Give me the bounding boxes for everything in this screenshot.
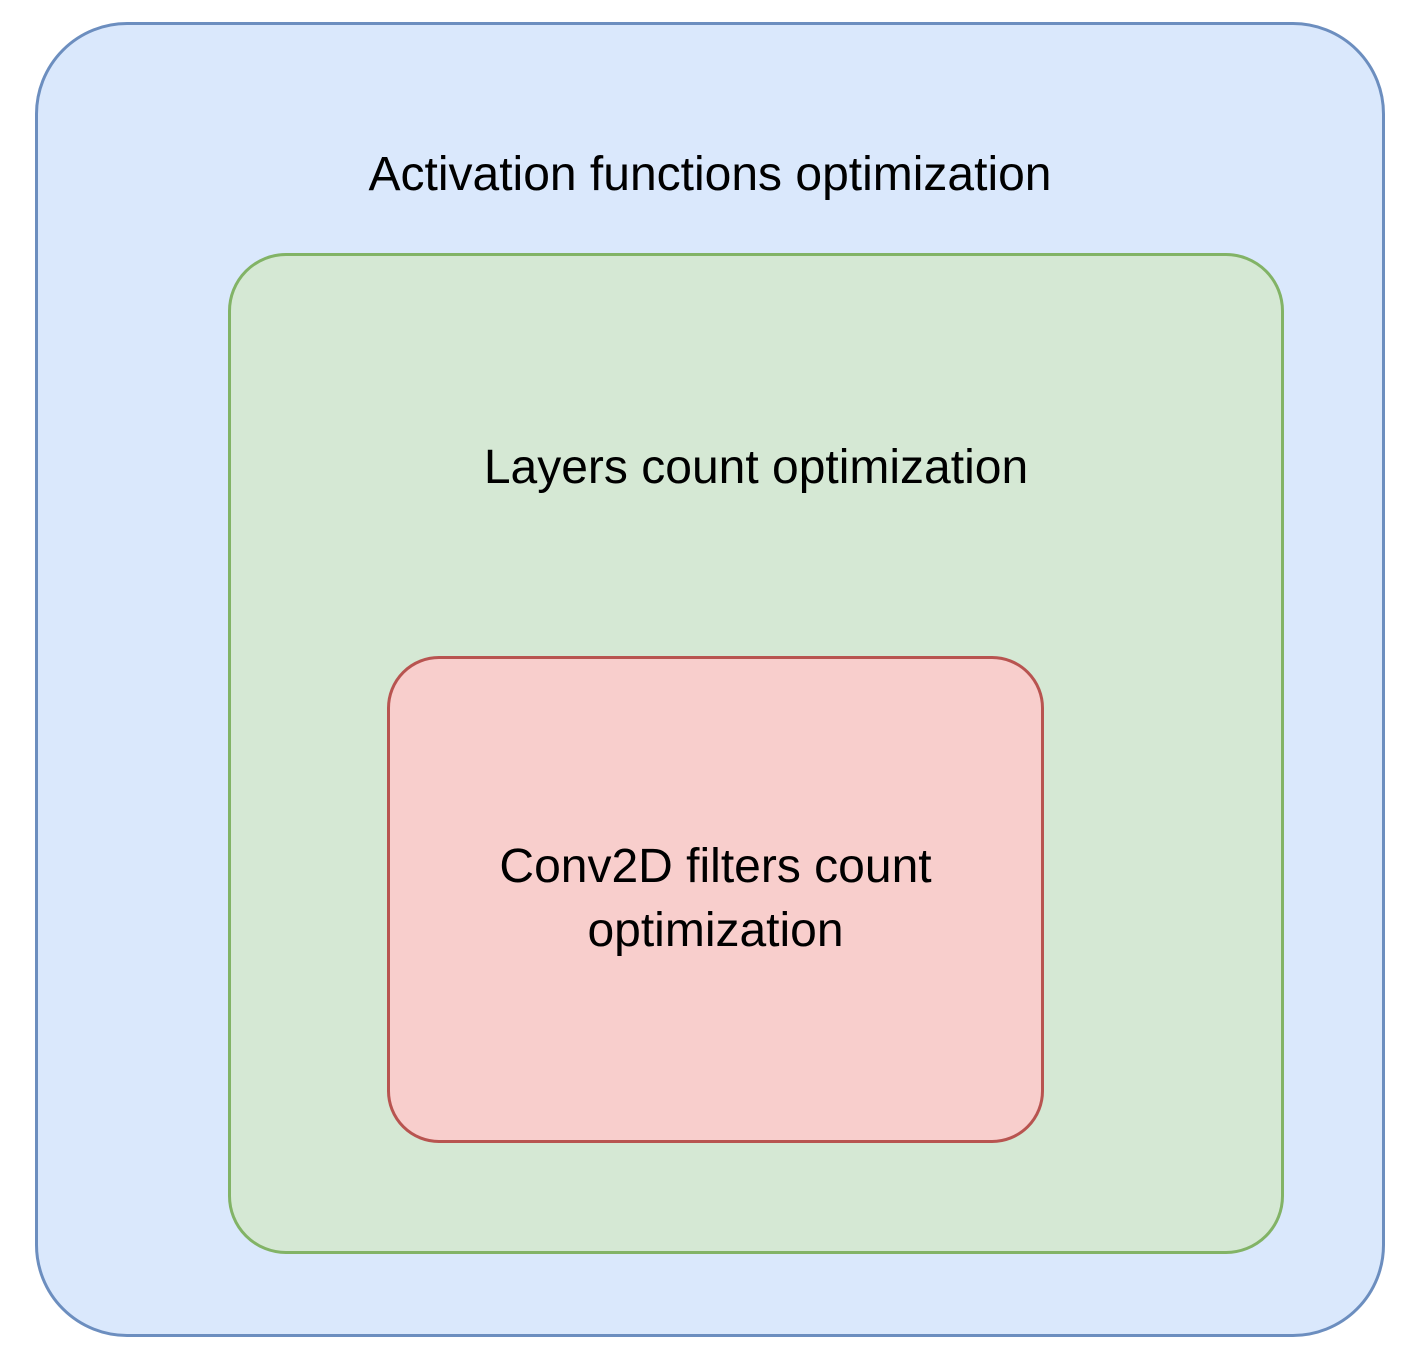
inner-box-conv2d-filters-count-optimization[interactable]: Conv2D filters count optimization [387, 656, 1044, 1143]
outer-box-activation-functions-optimization[interactable]: Activation functions optimization Layers… [35, 22, 1385, 1337]
inner-box-label: Conv2D filters count optimization [499, 840, 932, 958]
middle-box-label: Layers count optimization [483, 441, 1029, 494]
outer-box-label: Activation functions optimization [368, 148, 1052, 201]
middle-box-layers-count-optimization[interactable]: Layers count optimization Conv2D filters… [228, 253, 1284, 1254]
